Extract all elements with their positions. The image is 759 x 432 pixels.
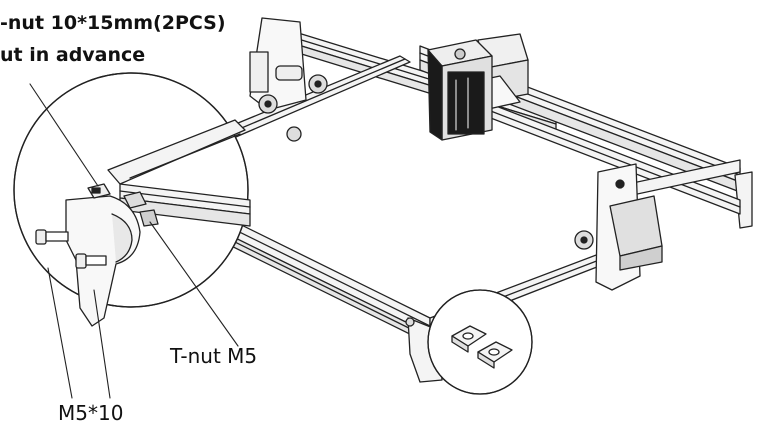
zoom-circle-bottom	[427, 289, 533, 395]
back-left-plate	[249, 17, 328, 142]
tnut-advance-label: ut in advance	[0, 44, 146, 66]
tnut-10x15-label: -nut 10*15mm(2PCS)	[0, 12, 226, 34]
leader-lines	[29, 83, 239, 399]
zoom-circle-left	[13, 72, 251, 327]
screw-upper	[35, 229, 69, 245]
tnut-part-2	[477, 341, 513, 369]
right-carriage-plate	[574, 163, 663, 291]
screw-m5x10-label: M5*10	[58, 401, 124, 425]
tnut-m5-label: T-nut M5	[170, 344, 258, 368]
tnut-part-1	[451, 325, 487, 353]
laser-module-icon	[427, 39, 493, 141]
screw-lower	[75, 253, 107, 269]
